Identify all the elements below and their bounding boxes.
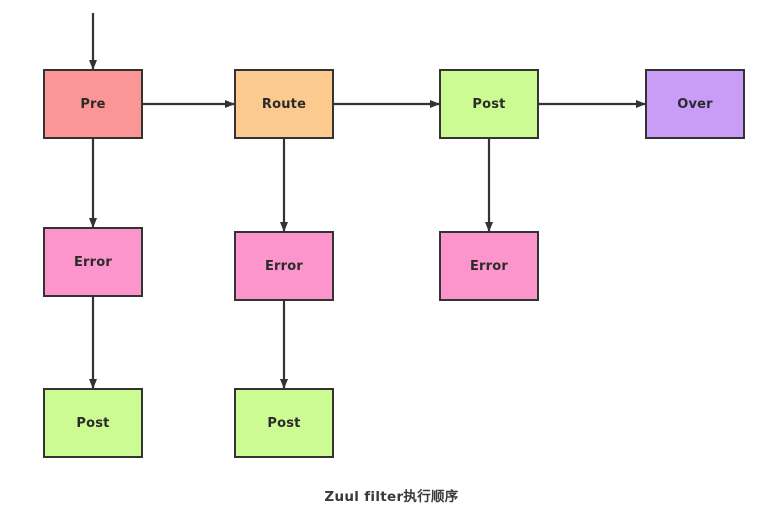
node-label-post1: Post [472,96,506,112]
node-label-error1: Error [73,254,113,270]
node-post2[interactable]: Post [43,388,143,458]
flow-arrows [89,13,646,389]
node-label-route: Route [261,96,307,112]
node-label-over: Over [677,96,713,112]
node-label-error3: Error [469,258,509,274]
node-error2[interactable]: Error [234,231,334,301]
node-label-pre: Pre [80,96,106,112]
diagram-caption: Zuul filter执行顺序 [324,489,459,505]
node-pre[interactable]: Pre [43,69,143,139]
node-label-error2: Error [264,258,304,274]
node-label-post3: Post [267,415,301,431]
node-error1[interactable]: Error [43,227,143,297]
node-error3[interactable]: Error [439,231,539,301]
node-post1[interactable]: Post [439,69,539,139]
node-over[interactable]: Over [645,69,745,139]
node-post3[interactable]: Post [234,388,334,458]
node-label-post2: Post [76,415,110,431]
node-route[interactable]: Route [234,69,334,139]
